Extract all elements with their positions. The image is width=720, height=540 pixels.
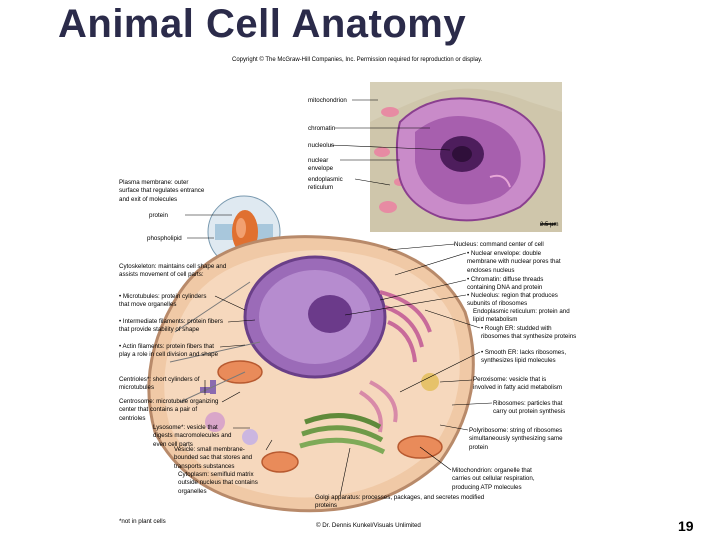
vesicle-shape: [242, 429, 258, 445]
label-peroxisome: Peroxisome: vesicle that is involved in …: [473, 376, 563, 392]
page-number: 19: [678, 518, 694, 534]
label-nuclear-envelope: • Nuclear envelope: double membrane with…: [467, 250, 561, 274]
peroxisome-shape: [421, 373, 439, 391]
micro-label-nucleolus: nucleolus: [308, 142, 335, 149]
label-chromatin: • Chromatin: diffuse threads containing …: [467, 276, 544, 292]
label-vesicle: Vesicle: small membrane-bounded sac that…: [174, 446, 253, 470]
micro-label-mitochondrion: mitochondrion: [308, 97, 347, 104]
mitochondrion-shape: [217, 360, 263, 384]
label-intermediate-filaments: • Intermediate filaments: protein fibers…: [119, 318, 223, 334]
electron-micrograph: [370, 82, 562, 232]
micrograph-mitochondrion: [381, 107, 399, 117]
lysosome-shape: [205, 412, 225, 432]
label-plasma-membrane: Plasma membrane: outer surface that regu…: [119, 179, 205, 203]
label-er: Endoplasmic reticulum: protein and lipid…: [473, 308, 570, 324]
label-nucleolus: • Nucleolus: region that produces subuni…: [467, 292, 558, 308]
copyright-notice: Copyright © The McGraw-Hill Companies, I…: [232, 57, 483, 63]
page-title: Animal Cell Anatomy: [58, 2, 467, 46]
label-golgi-apparatus: Golgi apparatus: processes, packages, an…: [315, 494, 485, 510]
label-cytoskeleton: Cytoskeleton: maintains cell shape and a…: [119, 263, 227, 279]
label-ribosomes: Ribosomes: particles that carry out prot…: [493, 400, 566, 416]
micrograph-nucleolus-core: [452, 146, 472, 162]
micro-label-chromatin: chromatin: [308, 125, 336, 132]
micrograph-er-strand: [489, 174, 511, 188]
label-nucleus: Nucleus: command center of cell: [454, 241, 544, 248]
golgi-cisterna: [299, 437, 386, 455]
label-actin-filaments: • Actin filaments: protein fibers that p…: [119, 343, 219, 359]
label-mitochondrion: Mitochondrion: organelle that carries ou…: [452, 467, 535, 491]
label-lysosome: Lysosome*: vesicle that digests macromol…: [153, 424, 232, 448]
label-cytoplasm: Cytoplasm: semifluid matrix outside nucl…: [178, 471, 258, 495]
label-smooth-er: • Smooth ER: lacks ribosomes, synthesize…: [481, 349, 567, 365]
footnote: *not in plant cells: [119, 518, 166, 525]
micrograph-mitochondrion: [379, 201, 397, 213]
label-microtubules: • Microtubules: protein cylinders that m…: [119, 293, 207, 309]
image-credit: © Dr. Dennis Kunkel/Visuals Unlimited: [316, 522, 421, 529]
golgi-cisterna: [301, 425, 384, 443]
micro-label-nuclear-envelope: nuclear envelope: [308, 157, 334, 173]
cell-nucleolus: [308, 295, 352, 333]
scale-bar-label: 2.5 µm: [540, 222, 559, 228]
golgi-cisterna: [304, 413, 382, 430]
label-centrosome: Centrosome: microtubule organizing cente…: [119, 398, 219, 422]
micro-label-er: endoplasmic reticulum: [308, 176, 343, 192]
label-polyribosome: Polyribosome: string of ribosomes simult…: [469, 427, 563, 451]
label-centrioles: Centrioles*: short cylinders of microtub…: [119, 376, 200, 392]
label-rough-er: • Rough ER: studded with ribosomes that …: [481, 325, 577, 341]
mitochondrion-shape: [397, 435, 443, 459]
label-protein: protein: [149, 212, 168, 219]
golgi-apparatus: [299, 413, 386, 455]
membrane-protein-highlight: [236, 218, 246, 238]
mitochondrion-shape: [261, 451, 299, 473]
smooth-er: [358, 380, 398, 433]
label-phospholipid: phospholipid: [147, 235, 182, 242]
micrograph-mitochondrion: [374, 147, 390, 157]
